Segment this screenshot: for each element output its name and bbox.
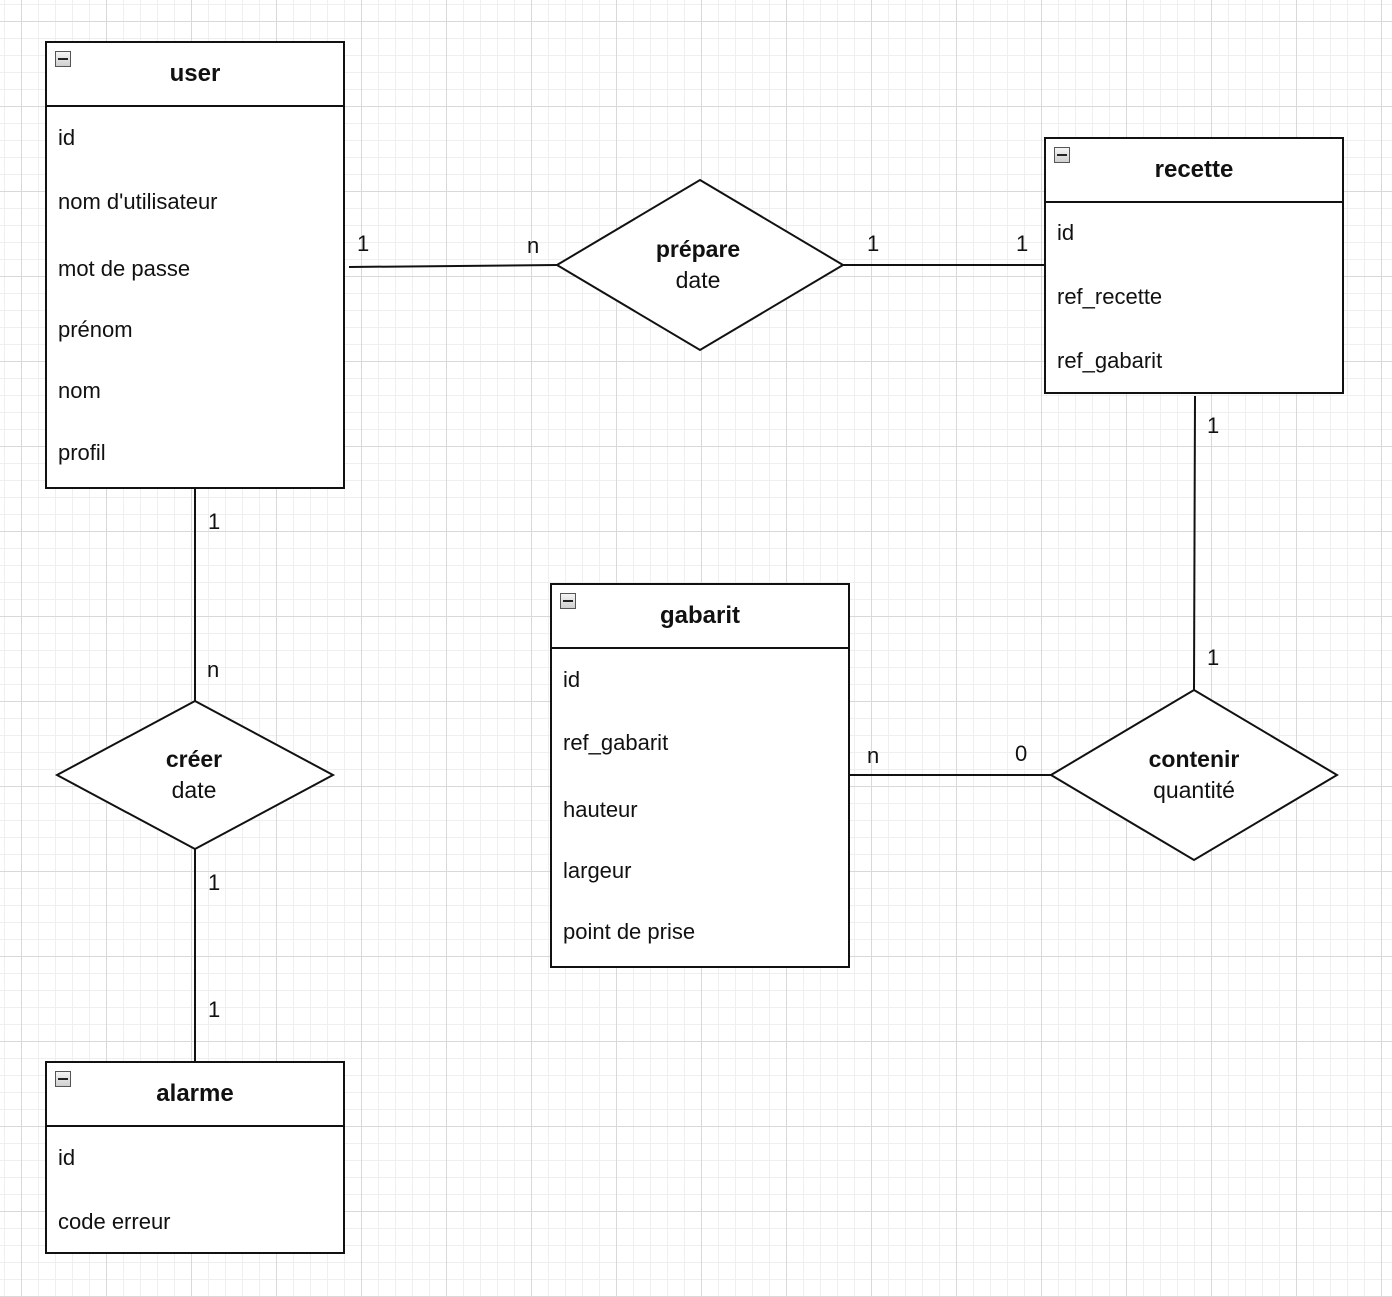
cardinality-label: 1 xyxy=(1207,413,1220,438)
cardinality-label: 1 xyxy=(867,231,880,256)
cardinality-label: 1 xyxy=(208,509,221,534)
attribute-ref-recette: ref_recette xyxy=(1057,284,1163,309)
attribute-code-erreur: code erreur xyxy=(58,1209,171,1234)
entity-recette[interactable]: recette id ref_recette ref_gabarit xyxy=(1044,137,1344,394)
attribute-point-de-prise: point de prise xyxy=(563,919,696,944)
entity-alarme-title: alarme xyxy=(156,1080,234,1107)
entity-user-header[interactable]: user xyxy=(47,43,343,107)
entity-user-title: user xyxy=(169,60,221,87)
cardinality-label: n xyxy=(207,657,220,682)
relation-creer-name: créer xyxy=(165,746,223,772)
relation-prepare-diamond[interactable] xyxy=(555,178,845,352)
attribute-prenom: prénom xyxy=(58,317,133,342)
relation-creer-diamond[interactable] xyxy=(54,699,336,851)
attribute-id: id xyxy=(58,125,76,150)
attribute-largeur: largeur xyxy=(563,858,632,883)
relation-prepare-label: prépare date xyxy=(598,234,798,296)
attribute-mot-de-passe: mot de passe xyxy=(58,256,191,281)
attribute-ref-gabarit: ref_gabarit xyxy=(563,730,669,755)
attribute-id: id xyxy=(1057,220,1075,245)
relation-prepare-attribute: date xyxy=(675,267,721,293)
link-recette-contenir xyxy=(1193,395,1196,691)
attribute-id: id xyxy=(563,667,581,692)
entity-gabarit-header[interactable]: gabarit xyxy=(552,585,848,649)
relation-creer-attribute: date xyxy=(171,777,217,803)
link-user-prepare xyxy=(348,264,558,268)
attribute-profil: profil xyxy=(58,440,106,465)
relation-contenir-attribute: quantité xyxy=(1153,777,1235,803)
attribute-id: id xyxy=(58,1145,76,1170)
relation-creer-label: créer date xyxy=(94,744,294,806)
entity-recette-header[interactable]: recette xyxy=(1046,139,1342,203)
attribute-nom: nom xyxy=(58,378,101,403)
cardinality-label: n xyxy=(527,233,540,258)
collapse-icon[interactable] xyxy=(55,51,71,67)
cardinality-label: 1 xyxy=(1016,231,1029,256)
cardinality-label: 1 xyxy=(208,870,221,895)
entity-user[interactable]: user id nom d'utilisateur mot de passe p… xyxy=(45,41,345,489)
entity-recette-title: recette xyxy=(1154,156,1234,183)
relation-prepare-name: prépare xyxy=(655,236,741,262)
cardinality-label: 1 xyxy=(1207,645,1220,670)
cardinality-label: 1 xyxy=(208,997,221,1022)
cardinality-label: 1 xyxy=(357,231,370,256)
collapse-icon[interactable] xyxy=(55,1071,71,1087)
relation-contenir-name: contenir xyxy=(1148,746,1240,772)
relation-contenir-label: contenir quantité xyxy=(1094,744,1294,806)
relation-contenir-diamond[interactable] xyxy=(1049,688,1339,862)
entity-alarme[interactable]: alarme id code erreur xyxy=(45,1061,345,1254)
attribute-ref-gabarit: ref_gabarit xyxy=(1057,348,1163,373)
attribute-hauteur: hauteur xyxy=(563,797,638,822)
collapse-icon[interactable] xyxy=(560,593,576,609)
attribute-nom-utilisateur: nom d'utilisateur xyxy=(58,189,218,214)
cardinality-label: n xyxy=(867,743,880,768)
entity-alarme-header[interactable]: alarme xyxy=(47,1063,343,1127)
entity-gabarit[interactable]: gabarit id ref_gabarit hauteur largeur p… xyxy=(550,583,850,968)
cardinality-label: 0 xyxy=(1015,741,1028,766)
entity-gabarit-title: gabarit xyxy=(659,602,740,629)
collapse-icon[interactable] xyxy=(1054,147,1070,163)
